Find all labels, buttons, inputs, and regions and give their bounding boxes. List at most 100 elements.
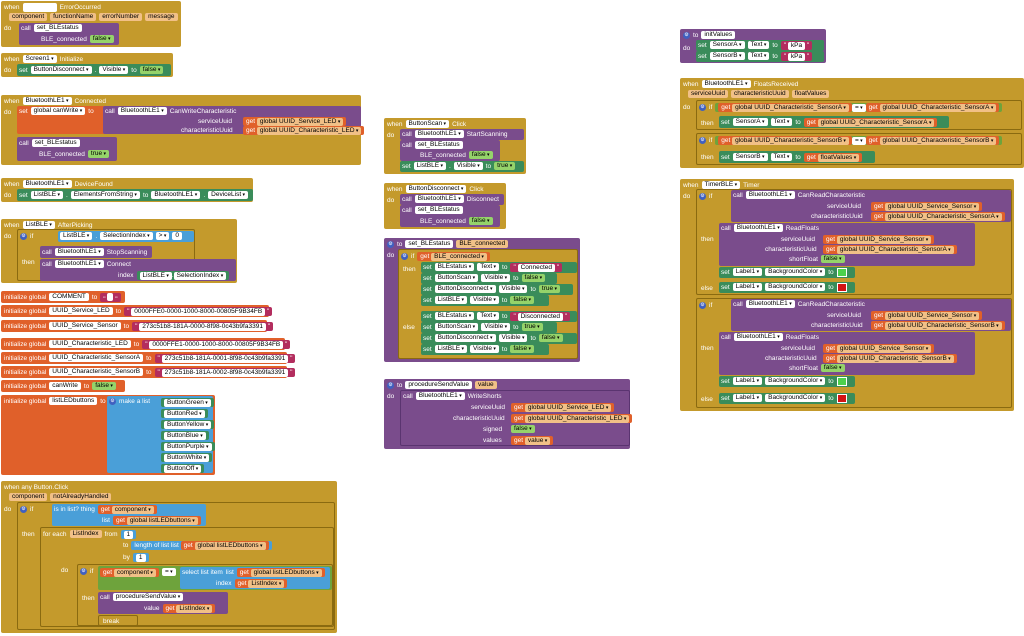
bool-value[interactable]: false: [538, 334, 563, 342]
buttondisconnect-click-block[interactable]: whenButtonDisconnectClick do callBluetoo…: [384, 183, 506, 229]
call-connect[interactable]: callBluetoothLE1Connect indexListBLE.Sel…: [40, 259, 236, 281]
set-sensora-text[interactable]: setSensorATextto" kPa ": [696, 40, 824, 51]
call-startscanning[interactable]: callBluetoothLE1StartScanning: [400, 129, 524, 140]
param-component[interactable]: component: [9, 493, 48, 501]
target-property[interactable]: BackgroundColor: [765, 377, 826, 385]
component-dropdown[interactable]: BluetoothLE1: [415, 392, 465, 400]
target-property[interactable]: Visible: [453, 162, 483, 170]
if-canread-sensora[interactable]: ⚙if callBluetoothLE1CanReadCharacteristi…: [696, 189, 1012, 295]
list-item-button[interactable]: ButtonPurple: [164, 442, 212, 451]
text-value[interactable]: 273c51b8-181A-0001-8f98-0c43b9fa3391: [161, 354, 289, 363]
bool-value[interactable]: false: [521, 274, 546, 282]
source-property[interactable]: DeviceList: [208, 191, 249, 199]
global-name[interactable]: UUID_Characteristic_SensorB: [49, 368, 144, 376]
proc-name[interactable]: procedureSendValue: [112, 593, 184, 601]
component-dropdown[interactable]: Screen1: [22, 55, 57, 63]
set-buttondisconnect-visible[interactable]: setButtonDisconnectVisibletofalse: [421, 333, 577, 344]
component-dropdown[interactable]: BluetoothLE1: [733, 224, 783, 232]
listble-afterpicking-block[interactable]: whenListBLEAfterPicking do ⚙if ListBLE.S…: [1, 219, 237, 283]
target-component[interactable]: ListBLE: [413, 162, 446, 170]
gear-icon[interactable]: ⚙: [20, 505, 27, 513]
var-ref[interactable]: global UUID_Characteristic_SensorA: [836, 245, 954, 254]
proc-name[interactable]: set_BLEstatus: [405, 240, 454, 248]
component-dropdown[interactable]: Screen1: [22, 2, 57, 12]
target-component[interactable]: Label1: [732, 394, 763, 402]
target-property[interactable]: Visible: [498, 285, 528, 293]
target-property[interactable]: Visible: [498, 334, 528, 342]
component-dropdown[interactable]: ButtonScan: [405, 120, 450, 128]
component-dropdown[interactable]: BluetoothLE1: [745, 191, 795, 199]
target-component[interactable]: ButtonDisconnect: [434, 334, 496, 342]
global-name[interactable]: UUID_Service_Sensor: [49, 322, 121, 330]
target-component[interactable]: SensorB: [732, 153, 768, 161]
target-property[interactable]: Text: [477, 312, 500, 320]
bool-value[interactable]: false: [92, 382, 116, 390]
set-label1-background[interactable]: setLabel1BackgroundColorto: [719, 267, 855, 278]
red-color-swatch[interactable]: [836, 393, 847, 403]
component-dropdown[interactable]: BluetoothLE1: [54, 248, 104, 256]
target-component[interactable]: ButtonDisconnect: [434, 285, 496, 293]
target-component[interactable]: ButtonScan: [434, 274, 479, 282]
gear-icon[interactable]: ⚙: [699, 192, 706, 200]
compare-block[interactable]: ListBLE.SelectionIndex>0: [58, 231, 194, 242]
var-ref[interactable]: global UUID_Characteristic_SensorB: [732, 136, 849, 145]
call-canread-characteristic[interactable]: callBluetoothLE1CanReadCharacteristic se…: [731, 299, 1011, 331]
set-buttonscan-visible[interactable]: setButtonScanVisibletotrue: [421, 322, 557, 333]
target-component[interactable]: Label1: [732, 377, 763, 385]
component-dropdown[interactable]: ListBLE: [139, 271, 172, 280]
component-dropdown[interactable]: BluetoothLE1: [22, 97, 72, 105]
target-property[interactable]: BackgroundColor: [765, 283, 826, 291]
call-canread-characteristic[interactable]: callBluetoothLE1CanReadCharacteristic se…: [731, 190, 1011, 222]
set-blestatus-text[interactable]: setBLEstatusTextto" Connected ": [421, 262, 577, 273]
bool-value[interactable]: false: [468, 217, 493, 225]
target-property[interactable]: BackgroundColor: [765, 394, 826, 402]
var-ref[interactable]: ListIndex: [176, 604, 213, 613]
target-property[interactable]: Visible: [481, 323, 511, 331]
set-listble-elements[interactable]: setListBLE.ElementsFromStringtoBluetooth…: [17, 189, 253, 201]
component-dropdown[interactable]: BluetoothLE1: [414, 130, 464, 138]
operator-dropdown[interactable]: >: [155, 232, 170, 240]
gear-icon[interactable]: ⚙: [401, 252, 408, 260]
text-value[interactable]: kPa: [787, 52, 806, 61]
call-readfloats[interactable]: callBluetoothLE1ReadFloats serviceUuid g…: [719, 223, 975, 266]
target-property[interactable]: ElementsFromString: [70, 191, 140, 199]
break-block[interactable]: break: [98, 615, 138, 626]
gear-icon[interactable]: ⚙: [80, 567, 87, 575]
var-ref[interactable]: global listLEDbuttons: [250, 568, 322, 577]
target-component[interactable]: Label1: [732, 268, 763, 276]
var-ref[interactable]: global listLEDbuttons: [194, 541, 266, 550]
screen1-error-occurred-block[interactable]: whenScreen1ErrorOccurred component funct…: [1, 1, 181, 47]
target-component[interactable]: SensorA: [732, 118, 768, 126]
text-value[interactable]: Connected: [517, 263, 556, 272]
proc-name[interactable]: initValues: [701, 31, 736, 39]
bool-value[interactable]: false: [510, 296, 534, 304]
global-name[interactable]: listLEDbuttons: [49, 397, 98, 405]
set-label1-background[interactable]: setLabel1BackgroundColorto: [719, 376, 855, 387]
set-blestatus-text[interactable]: setBLEstatusTextto" Disconnected ": [421, 311, 577, 322]
param-name[interactable]: value: [475, 381, 497, 389]
gear-icon[interactable]: ⚙: [20, 232, 27, 240]
text-value[interactable]: 273c51b8-181A-0002-8f98-0c43b9fa3391: [161, 368, 289, 377]
gear-icon[interactable]: ⚙: [387, 381, 394, 389]
var-ref[interactable]: component: [111, 505, 154, 514]
operator-dropdown[interactable]: =: [851, 136, 866, 145]
target-property[interactable]: Text: [770, 153, 793, 161]
set-sensorb-text[interactable]: setSensorBTexttoget floatValues: [719, 151, 875, 163]
bool-value[interactable]: true: [494, 162, 516, 170]
bool-value[interactable]: true: [538, 285, 560, 293]
param-float-values[interactable]: floatValues: [791, 90, 830, 98]
target-component[interactable]: SensorA: [709, 41, 745, 49]
var-ref[interactable]: global UUID_Service_Sensor: [884, 311, 980, 320]
